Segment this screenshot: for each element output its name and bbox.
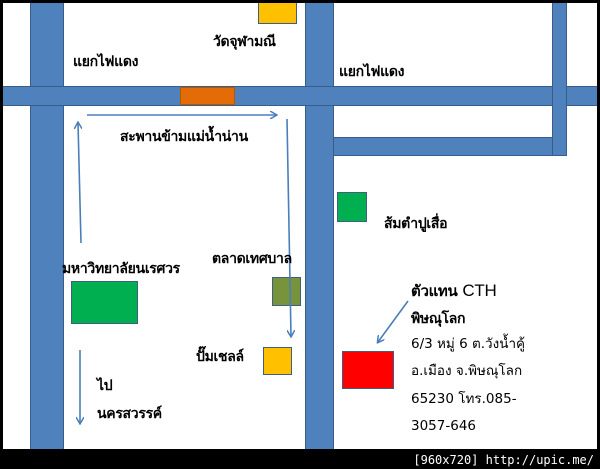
road-left-vertical <box>30 3 64 449</box>
agent-city: พิษณุโลก <box>411 311 466 327</box>
agent-address-line-2: อ.เมือง จ.พิษณุโลก <box>411 363 523 379</box>
label-temple: วัดจุฬามณี <box>213 34 276 50</box>
agent-brand: CTH <box>462 281 497 300</box>
label-nakhonsawan: นครสวรรค์ <box>97 406 162 422</box>
label-university: มหาวิทยาลัยนเรศวร <box>62 261 180 277</box>
somtam-marker <box>337 192 367 222</box>
agent-title-th: ตัวแทน <box>411 282 458 300</box>
road-main-horizontal <box>3 86 597 106</box>
map-canvas: วัดจุฬามณี แยกไฟแดง แยกไฟแดง สะพานข้ามแม… <box>3 3 597 449</box>
label-bridge: สะพานข้ามแม่น้ำน่าน <box>120 129 248 145</box>
agent-address-line-4: 3057-646 <box>411 418 476 434</box>
market-marker <box>272 277 301 306</box>
university-marker <box>71 281 138 324</box>
agent-title: ตัวแทน CTH <box>411 279 497 303</box>
arrow-to-cth-agent <box>378 300 409 342</box>
road-middle-vertical <box>305 3 334 449</box>
shell-station-marker <box>263 347 292 375</box>
temple-marker <box>258 3 297 24</box>
agent-address-line-1: 6/3 หมู่ 6 ต.วังน้ำคู้ <box>411 336 526 352</box>
route-arrows <box>3 3 409 449</box>
bridge-marker <box>180 87 235 105</box>
label-to: ไป <box>97 378 113 394</box>
label-somtam: ส้มตำปูเสื่อ <box>384 216 448 232</box>
label-market: ตลาดเทศบาล <box>212 251 292 267</box>
label-shell-station: ปั๊มเชลล์ <box>196 349 244 365</box>
agent-address-line-3: 65230 โทร.085- <box>411 391 517 407</box>
label-traffic-light-right: แยกไฟแดง <box>339 64 405 80</box>
cth-agent-marker <box>342 351 394 389</box>
watermark: [960x720] http://upic.me/ <box>413 453 594 467</box>
label-traffic-light-left: แยกไฟแดง <box>73 54 139 70</box>
arrow-up-from-university <box>78 123 81 244</box>
road-right-vertical <box>552 3 567 156</box>
arrow-down-to-shell <box>286 118 291 336</box>
